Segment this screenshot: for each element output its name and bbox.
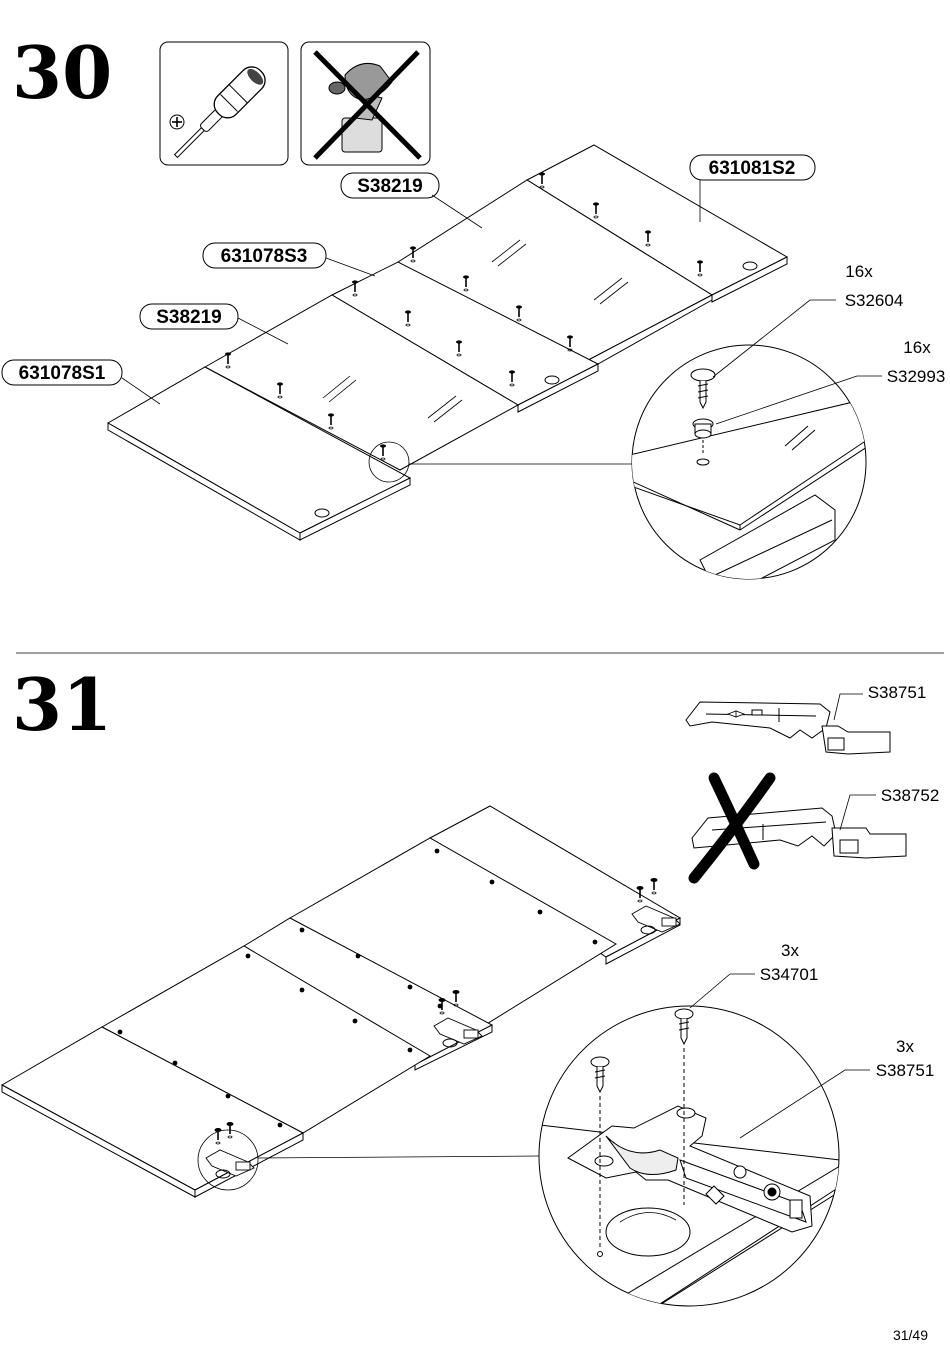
svg-text:16x: 16x	[845, 262, 873, 281]
step-number-31: 31	[12, 662, 112, 747]
svg-text:631081S2: 631081S2	[709, 158, 796, 179]
part-label-631078S3: 631078S3	[202, 242, 376, 277]
svg-text:S38219: S38219	[357, 176, 423, 197]
page-number: 31/49	[892, 1327, 928, 1343]
panel-assembly-step-30	[106, 144, 789, 541]
svg-text:631078S1: 631078S1	[19, 363, 106, 384]
svg-text:S38219: S38219	[156, 307, 222, 328]
hinge-correct-illustration	[685, 701, 891, 755]
svg-text:S32993: S32993	[887, 367, 946, 386]
part-label-S38219-lower: S38219	[139, 303, 289, 345]
phillips-screwdriver-icon	[159, 41, 289, 166]
svg-text:S38752: S38752	[881, 786, 940, 805]
screw-callout-S34701: 3x S34701	[689, 941, 819, 1009]
handle-holes-step-31	[215, 925, 656, 1179]
screw-callout-S32604: 16x S32604	[712, 262, 904, 378]
step-number-30: 30	[12, 30, 112, 115]
svg-text:631078S3: 631078S3	[221, 246, 308, 267]
svg-text:3x: 3x	[896, 1037, 914, 1056]
svg-text:S38751: S38751	[876, 1061, 935, 1080]
svg-text:3x: 3x	[781, 941, 799, 960]
mounted-hinges-step-31	[205, 877, 681, 1177]
hinge-wrong-callout-S38752: S38752	[839, 786, 940, 831]
svg-text:S38751: S38751	[868, 683, 927, 702]
svg-text:S34701: S34701	[760, 965, 819, 984]
handle-holes-step-30	[314, 261, 758, 518]
hinge-callout-S38751: 3x S38751	[739, 1037, 935, 1139]
cordless-drill-crossed-icon	[300, 41, 431, 166]
sleeve-callout-S32993: 16x S32993	[715, 338, 946, 425]
detail-circle-step-31	[197, 1005, 840, 1307]
hinge-correct-callout-S38751: S38751	[833, 683, 927, 721]
svg-text:S32604: S32604	[845, 291, 904, 310]
part-label-631078S1: 631078S1	[1, 359, 161, 405]
svg-text:16x: 16x	[903, 338, 931, 357]
detail-circle-step-30	[368, 344, 867, 580]
wrong-cross-mark-icon	[688, 772, 776, 884]
glass-reflection-marks	[322, 239, 629, 423]
part-label-631081S2: 631081S2	[689, 154, 816, 222]
part-label-S38219-upper: S38219	[340, 172, 483, 229]
